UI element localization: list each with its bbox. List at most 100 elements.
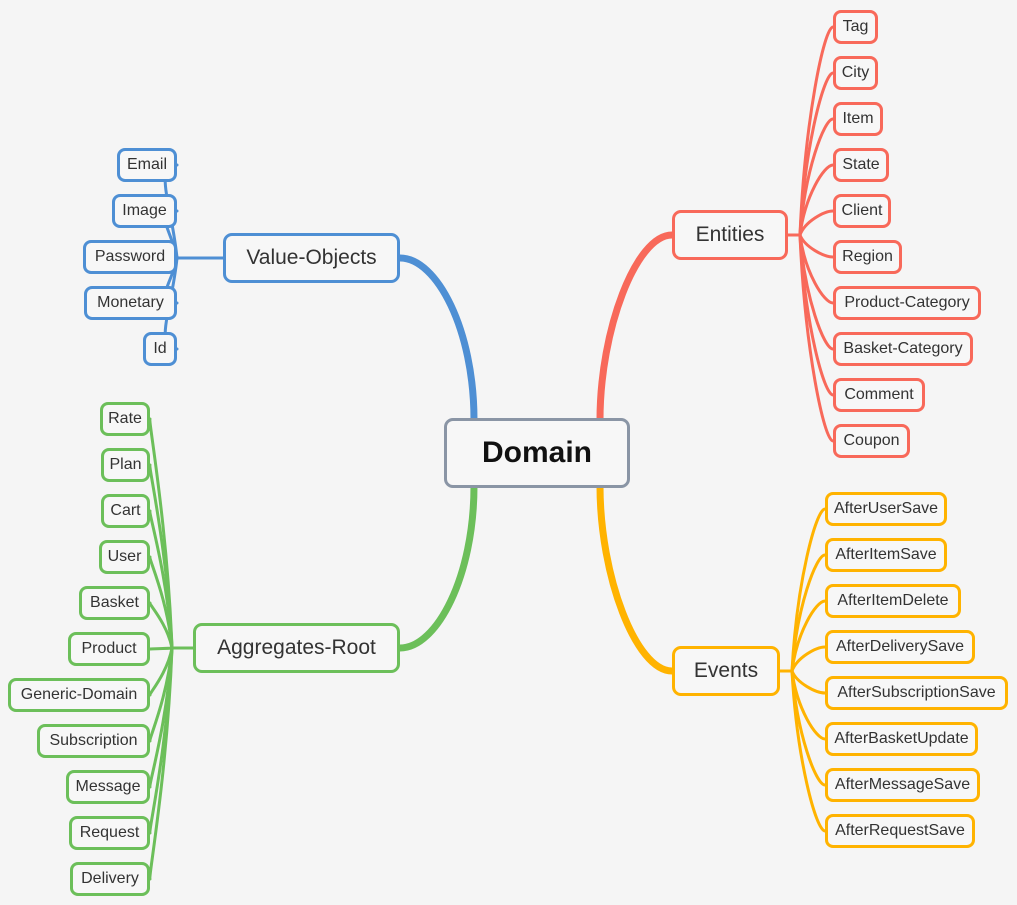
leaf-node-basket-label: Basket bbox=[90, 594, 139, 611]
branch-node-events-label: Events bbox=[693, 659, 759, 682]
leaf-node-tag[interactable]: Tag bbox=[833, 10, 878, 44]
leaf-node-afteritemsave-label: AfterItemSave bbox=[835, 546, 937, 563]
leaf-node-product-category[interactable]: Product-Category bbox=[833, 286, 981, 320]
leaf-node-afterdeliverysave[interactable]: AfterDeliverySave bbox=[825, 630, 975, 664]
edge bbox=[148, 646, 174, 835]
branch-node-events[interactable]: Events bbox=[672, 646, 780, 696]
edge bbox=[798, 233, 835, 397]
leaf-node-afteritemsave[interactable]: AfterItemSave bbox=[825, 538, 947, 572]
leaf-node-item[interactable]: Item bbox=[833, 102, 883, 136]
leaf-node-city[interactable]: City bbox=[833, 56, 878, 90]
edge bbox=[148, 646, 174, 651]
edge bbox=[148, 509, 174, 650]
branch-node-aggregates-root[interactable]: Aggregates-Root bbox=[193, 623, 400, 673]
leaf-node-client[interactable]: Client bbox=[833, 194, 891, 228]
leaf-node-afteritemdelete[interactable]: AfterItemDelete bbox=[825, 584, 961, 618]
leaf-node-delivery-label: Delivery bbox=[81, 870, 139, 887]
edge bbox=[798, 233, 835, 305]
edge bbox=[798, 117, 835, 237]
leaf-node-tag-label: Tag bbox=[842, 18, 869, 35]
leaf-node-coupon-label: Coupon bbox=[843, 432, 900, 449]
leaf-node-email[interactable]: Email bbox=[117, 148, 177, 182]
leaf-node-product[interactable]: Product bbox=[68, 632, 150, 666]
leaf-node-basket-category-label: Basket-Category bbox=[843, 340, 963, 357]
leaf-node-email-label: Email bbox=[127, 156, 168, 173]
edge bbox=[798, 233, 835, 351]
edge bbox=[798, 163, 835, 237]
edge bbox=[790, 599, 827, 673]
leaf-node-basket-category[interactable]: Basket-Category bbox=[833, 332, 973, 366]
leaf-node-subscription[interactable]: Subscription bbox=[37, 724, 150, 758]
edge bbox=[148, 646, 174, 697]
leaf-node-afterrequestsave[interactable]: AfterRequestSave bbox=[825, 814, 975, 848]
leaf-node-monetary-label: Monetary bbox=[97, 294, 164, 311]
branch-node-aggregates-root-label: Aggregates-Root bbox=[217, 636, 376, 659]
leaf-node-generic-domain[interactable]: Generic-Domain bbox=[8, 678, 150, 712]
leaf-node-client-label: Client bbox=[841, 202, 883, 219]
edge bbox=[790, 507, 827, 673]
leaf-node-monetary[interactable]: Monetary bbox=[84, 286, 177, 320]
leaf-node-generic-domain-label: Generic-Domain bbox=[20, 686, 138, 703]
leaf-node-aftermessagesave[interactable]: AfterMessageSave bbox=[825, 768, 980, 802]
leaf-node-id-label: Id bbox=[153, 340, 167, 357]
leaf-node-plan[interactable]: Plan bbox=[101, 448, 150, 482]
leaf-node-message[interactable]: Message bbox=[66, 770, 150, 804]
leaf-node-user[interactable]: User bbox=[99, 540, 150, 574]
leaf-node-rate-label: Rate bbox=[108, 410, 142, 427]
leaf-node-city-label: City bbox=[841, 64, 870, 81]
edge bbox=[790, 553, 827, 673]
edge bbox=[148, 555, 174, 650]
edge bbox=[790, 669, 827, 833]
edge bbox=[798, 233, 835, 259]
edge bbox=[148, 601, 174, 650]
leaf-node-region[interactable]: Region bbox=[833, 240, 902, 274]
leaf-node-request-label: Request bbox=[79, 824, 140, 841]
leaf-node-id[interactable]: Id bbox=[143, 332, 177, 366]
edge bbox=[596, 482, 676, 675]
root-node-domain[interactable]: Domain bbox=[444, 418, 630, 488]
edge bbox=[148, 646, 174, 881]
edge bbox=[798, 233, 835, 443]
edge bbox=[148, 646, 174, 743]
leaf-node-aftersubscriptionsave[interactable]: AfterSubscriptionSave bbox=[825, 676, 1008, 710]
leaf-node-request[interactable]: Request bbox=[69, 816, 150, 850]
leaf-node-password-label: Password bbox=[94, 248, 166, 265]
edge bbox=[148, 463, 174, 650]
leaf-node-afteritemdelete-label: AfterItemDelete bbox=[837, 592, 949, 609]
leaf-node-comment[interactable]: Comment bbox=[833, 378, 925, 412]
leaf-node-state-label: State bbox=[842, 156, 880, 173]
leaf-node-afterbasketupdate[interactable]: AfterBasketUpdate bbox=[825, 722, 978, 756]
leaf-node-comment-label: Comment bbox=[844, 386, 914, 403]
leaf-node-delivery[interactable]: Delivery bbox=[70, 862, 150, 896]
leaf-node-message-label: Message bbox=[75, 778, 141, 795]
leaf-node-afterusersave[interactable]: AfterUserSave bbox=[825, 492, 947, 526]
edge bbox=[396, 254, 478, 424]
leaf-node-password[interactable]: Password bbox=[83, 240, 177, 274]
edge bbox=[596, 231, 676, 424]
leaf-node-basket[interactable]: Basket bbox=[79, 586, 150, 620]
edge bbox=[148, 646, 174, 789]
edge bbox=[790, 669, 827, 695]
root-node-domain-label: Domain bbox=[481, 436, 592, 469]
leaf-node-rate[interactable]: Rate bbox=[100, 402, 150, 436]
edge bbox=[790, 645, 827, 673]
leaf-node-cart[interactable]: Cart bbox=[101, 494, 150, 528]
branch-node-entities[interactable]: Entities bbox=[672, 210, 788, 260]
edge bbox=[798, 71, 835, 237]
leaf-node-subscription-label: Subscription bbox=[49, 732, 138, 749]
leaf-node-coupon[interactable]: Coupon bbox=[833, 424, 910, 458]
leaf-node-plan-label: Plan bbox=[109, 456, 142, 473]
leaf-node-state[interactable]: State bbox=[833, 148, 889, 182]
branch-node-value-objects[interactable]: Value-Objects bbox=[223, 233, 400, 283]
edge bbox=[798, 209, 835, 237]
branch-node-value-objects-label: Value-Objects bbox=[246, 246, 377, 269]
leaf-node-product-category-label: Product-Category bbox=[844, 294, 970, 311]
edge bbox=[396, 482, 478, 652]
leaf-node-afterusersave-label: AfterUserSave bbox=[833, 500, 939, 517]
leaf-node-image[interactable]: Image bbox=[112, 194, 177, 228]
leaf-node-item-label: Item bbox=[842, 110, 874, 127]
leaf-node-region-label: Region bbox=[842, 248, 893, 265]
leaf-node-afterdeliverysave-label: AfterDeliverySave bbox=[835, 638, 965, 655]
leaf-node-aftermessagesave-label: AfterMessageSave bbox=[834, 776, 971, 793]
